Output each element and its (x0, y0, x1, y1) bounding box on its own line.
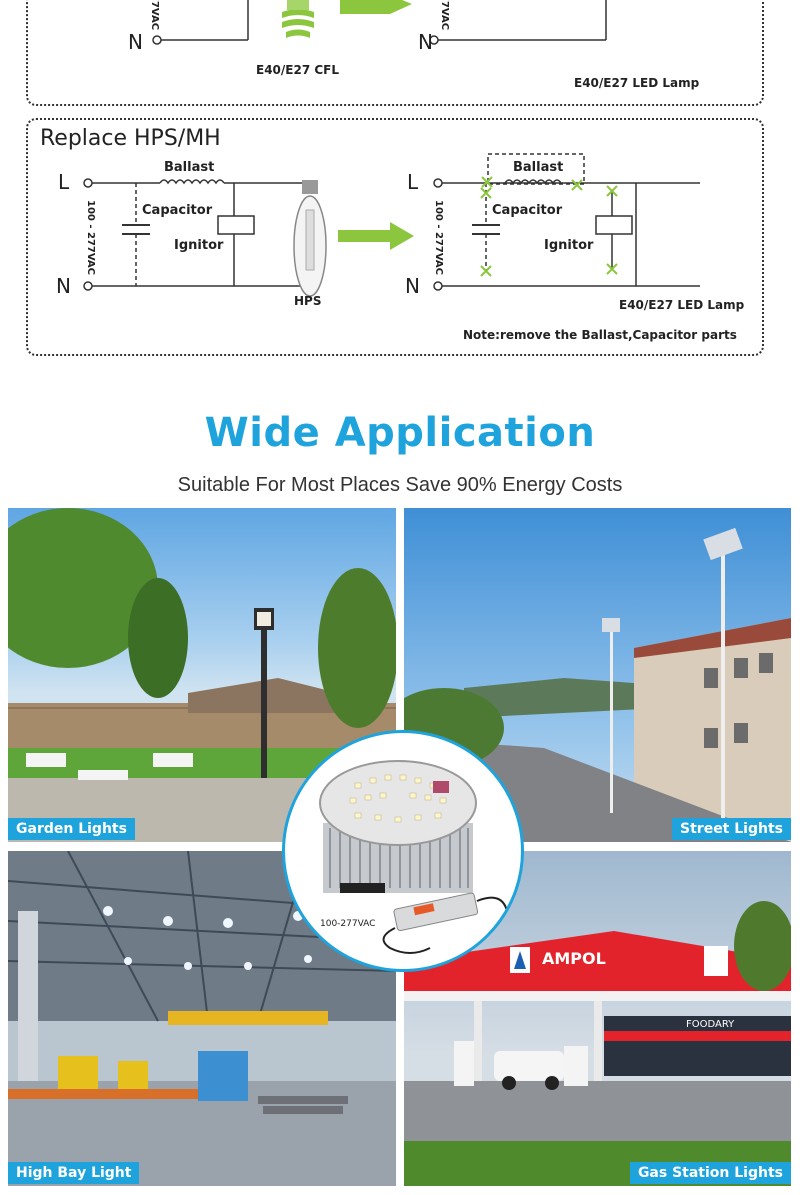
hps-voltage-right: 100 - 277VAC (433, 200, 444, 275)
gas-station-label: Gas Station Lights (629, 1162, 791, 1184)
led-retrofit-product (319, 760, 508, 954)
cfl-label: E40/E27 CFL (256, 63, 340, 77)
diagram-top-wires (152, 0, 607, 45)
top-voltage-label-2: 100-277VAC (439, 0, 450, 30)
hps-arrow-icon (338, 222, 414, 250)
hps-ignitor-left: Ignitor (174, 238, 224, 253)
top-led-label: E40/E27 LED Lamp (574, 76, 700, 90)
top-n-letter-2: N (418, 30, 433, 54)
diagram-hps-box (26, 118, 764, 356)
high-bay-label: High Bay Light (8, 1162, 140, 1184)
hps-heading: Replace HPS/MH (40, 126, 221, 151)
top-voltage-label: 100-277VAC (149, 0, 160, 30)
hps-led-label: E40/E27 LED Lamp (619, 298, 745, 312)
hps-ballast-left: Ballast (164, 160, 215, 175)
hps-ballast-right: Ballast (513, 160, 564, 175)
hps-capacitor-right: Capacitor (492, 203, 563, 218)
hps-capacitor-left: Capacitor (142, 203, 213, 218)
gas-station-scene (404, 901, 791, 1186)
hps-ignitor-right: Ignitor (544, 238, 594, 253)
hps-circuit (83, 153, 700, 297)
arrow-icon (340, 0, 412, 14)
high-bay-photo: High Bay Light (8, 851, 396, 1186)
ampol-sign: AMPOL (542, 949, 606, 968)
garden-lights-label: Garden Lights (8, 818, 135, 840)
foodary-sign: FOODARY (686, 1019, 735, 1030)
hps-note: Note:remove the Ballast,Capacitor parts (463, 328, 737, 342)
hps-n-letter-right: N (405, 274, 420, 298)
product-circle: 100-277VAC (282, 730, 524, 972)
top-n-letter: N (128, 30, 143, 54)
product-voltage-label: 100-277VAC (320, 919, 376, 929)
hps-n-letter: N (56, 274, 71, 298)
hps-l-letter: L (58, 170, 70, 194)
diagram-top-box (26, 0, 764, 106)
section-subtitle: Suitable For Most Places Save 90% Energy… (177, 474, 623, 496)
hps-lamp-icon (293, 180, 327, 297)
gas-station-photo: AMPOL FOODARY Gas Station Lights (404, 851, 791, 1186)
section-title: Wide Application (204, 410, 596, 456)
cfl-bulb-icon (282, 0, 314, 38)
cut-marks-icon (480, 176, 618, 277)
hps-l-letter-right: L (407, 170, 419, 194)
hps-voltage-left: 100 - 277VAC (85, 200, 96, 275)
hps-lamp-label: HPS (294, 294, 322, 308)
street-lights-label: Street Lights (672, 818, 791, 840)
